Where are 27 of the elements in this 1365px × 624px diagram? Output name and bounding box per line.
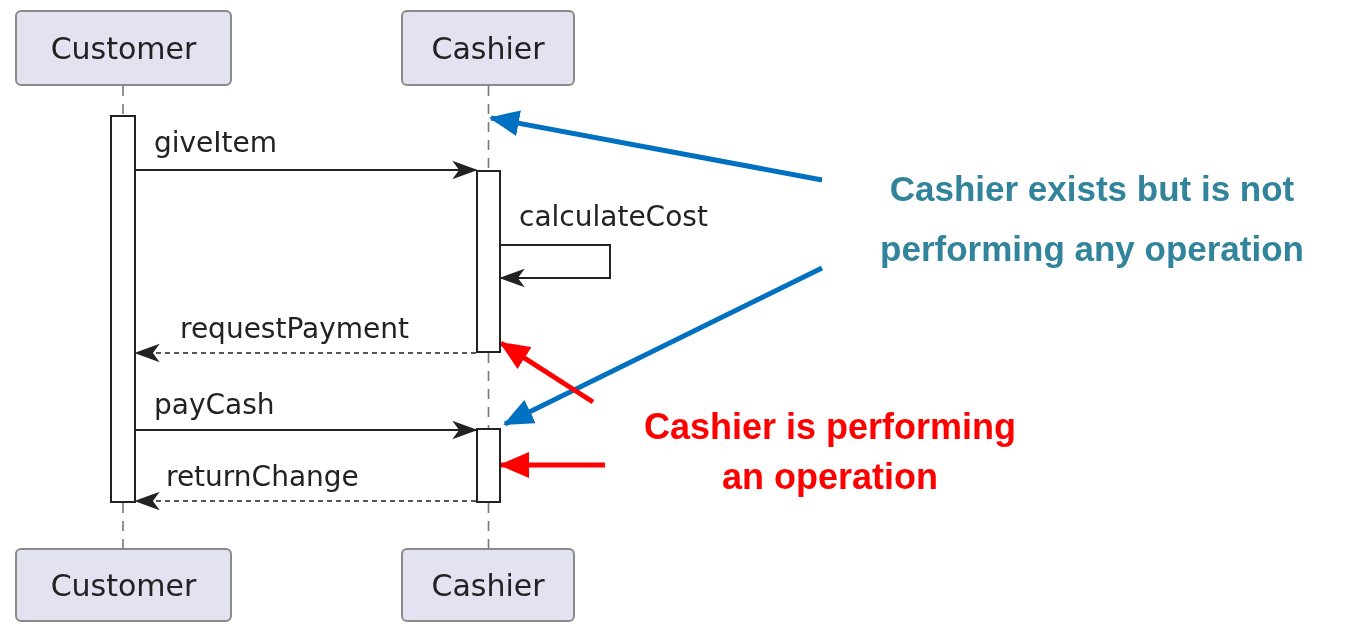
lifeline — [487, 352, 490, 429]
annotation-text: Cashier exists but is not performing any operation — [879, 168, 1305, 270]
lifeline — [122, 502, 124, 549]
activation-bar — [476, 170, 501, 353]
activation-bar — [110, 115, 136, 503]
participant-box — [401, 548, 575, 622]
edge-label: returnChange — [166, 460, 359, 494]
participant-box — [15, 10, 232, 86]
lifeline — [487, 502, 490, 549]
message-arrow — [135, 160, 478, 180]
edge-label: requestPayment — [180, 312, 410, 346]
edge-label: calculateCost — [519, 200, 708, 234]
edge-label: giveItem — [154, 126, 278, 160]
participant-name: Customer — [50, 566, 197, 605]
participant-name: Cashier — [431, 566, 545, 605]
activation-bar — [476, 428, 501, 503]
lifeline — [487, 85, 490, 171]
participant-box — [15, 548, 232, 622]
annotation-text: Cashier is performing an operation — [642, 405, 1018, 499]
participant-name: Customer — [50, 29, 197, 68]
lifeline — [122, 85, 124, 116]
message-arrow — [135, 420, 478, 440]
leader-arrow — [503, 265, 824, 427]
leader-arrow — [489, 110, 823, 183]
edge-label: payCash — [154, 388, 275, 422]
participant-box — [401, 10, 575, 86]
participant-name: Cashier — [431, 29, 545, 68]
